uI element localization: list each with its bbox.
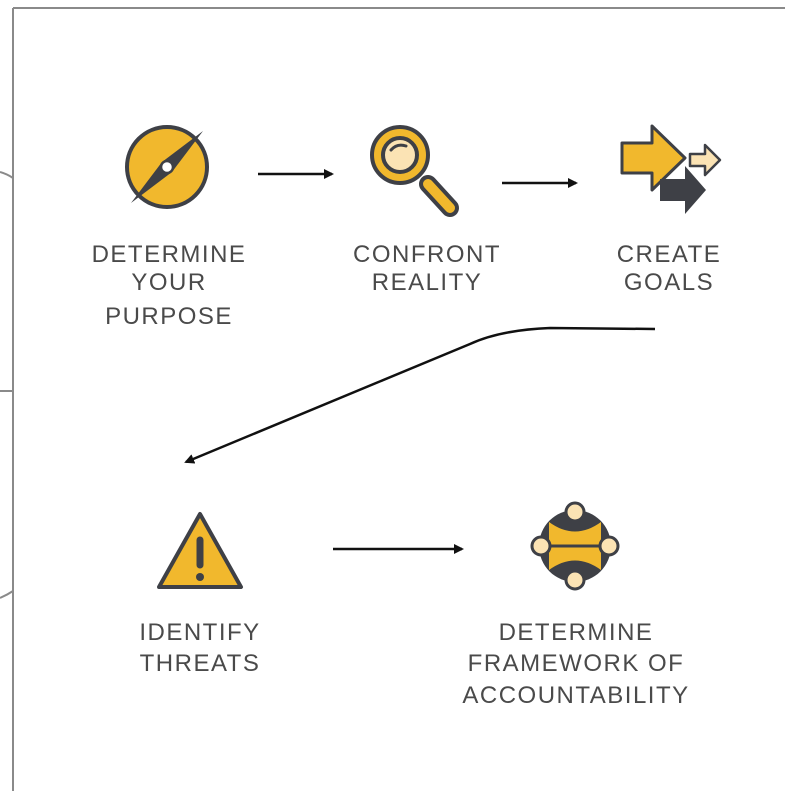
compass-icon	[125, 125, 209, 209]
arrow-goals-to-threats	[184, 326, 656, 464]
step-accountability-label-3: ACCOUNTABILITY	[462, 682, 689, 709]
step-accountability-label-1: DETERMINE	[499, 619, 654, 646]
step-reality-label-2: REALITY	[372, 269, 483, 296]
step-accountability-label-2: FRAMEWORK OF	[468, 650, 685, 677]
step-threats-label-1: IDENTIFY	[139, 619, 260, 646]
frame	[0, 7, 785, 791]
step-purpose-label-3: PURPOSE	[105, 303, 233, 330]
step-threats-label-2: THREATS	[140, 650, 261, 677]
warning-icon	[157, 512, 243, 589]
connectors	[184, 169, 656, 554]
step-purpose-label-2: YOUR	[131, 269, 206, 296]
arrows-icon	[620, 124, 722, 214]
step-purpose-label-1: DETERMINE	[92, 241, 247, 268]
step-goals-label-2: GOALS	[624, 269, 714, 296]
magnifying-glass-icon	[370, 125, 459, 217]
frame-edge-curve-2	[0, 590, 14, 599]
step-reality-label-1: CONFRONT	[353, 241, 501, 268]
step-goals-label-1: CREATE	[617, 241, 722, 268]
frame-edge-curve-1	[0, 171, 14, 179]
accountability-icon	[530, 501, 620, 591]
